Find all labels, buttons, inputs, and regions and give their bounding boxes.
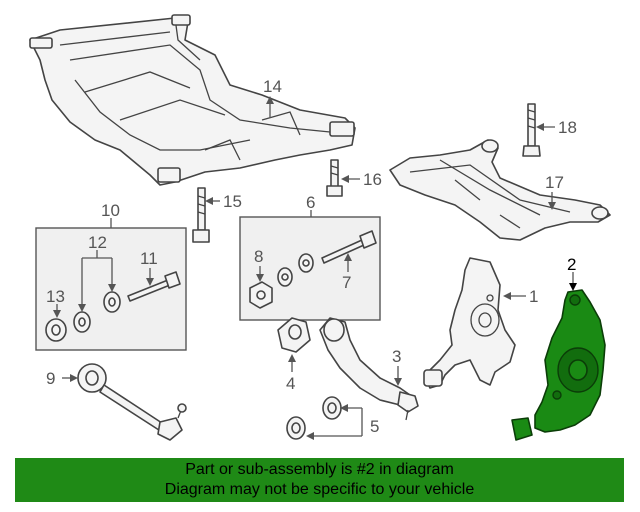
callout-5: 5	[370, 417, 379, 436]
callout-4: 4	[286, 374, 295, 393]
callout-14: 14	[263, 77, 282, 96]
callout-1: 1	[529, 287, 538, 306]
part-15-bolt[interactable]	[192, 187, 210, 243]
callout-6: 6	[306, 193, 315, 212]
part-18-bolt[interactable]	[522, 103, 541, 157]
callout-11: 11	[140, 249, 158, 268]
info-banner: Part or sub-assembly is #2 in diagram Di…	[15, 458, 624, 502]
part-4-bushing[interactable]	[277, 317, 311, 353]
callout-15: 15	[223, 192, 242, 211]
callout-2: 2	[567, 255, 576, 274]
part-8-nut[interactable]	[249, 253, 314, 309]
callout-7: 7	[342, 273, 351, 292]
part-7-bolt[interactable]	[321, 230, 377, 264]
banner-line-2: Diagram may not be specific to your vehi…	[164, 481, 475, 498]
callout-12: 12	[88, 233, 107, 252]
part-2-knuckle-highlighted[interactable]	[511, 289, 606, 441]
callout-8: 8	[254, 247, 263, 266]
callout-16: 16	[363, 170, 382, 189]
part-11-bolt[interactable]	[127, 271, 181, 302]
callout-labels: 14 18 16 17 15 10 6 12 11 13 8 7 1 2 3 4…	[46, 77, 577, 436]
callout-17: 17	[545, 173, 564, 192]
leader-lines	[53, 96, 577, 440]
part-9-control-arm[interactable]	[77, 363, 187, 441]
part-14-subframe[interactable]	[29, 14, 356, 186]
part-13-bushing[interactable]	[45, 318, 67, 342]
part-12-washers[interactable]	[73, 291, 121, 333]
callout-18: 18	[558, 118, 577, 137]
callout-13: 13	[46, 287, 65, 306]
part-3-control-arm[interactable]	[319, 317, 419, 421]
callout-9: 9	[46, 369, 55, 388]
part-16-bolt[interactable]	[326, 159, 343, 197]
part-1-knuckle[interactable]	[423, 257, 516, 389]
callout-3: 3	[392, 347, 401, 366]
callout-10: 10	[101, 201, 120, 220]
part-17-crossmember[interactable]	[389, 139, 611, 241]
banner-line-1: Part or sub-assembly is #2 in diagram	[185, 461, 454, 478]
